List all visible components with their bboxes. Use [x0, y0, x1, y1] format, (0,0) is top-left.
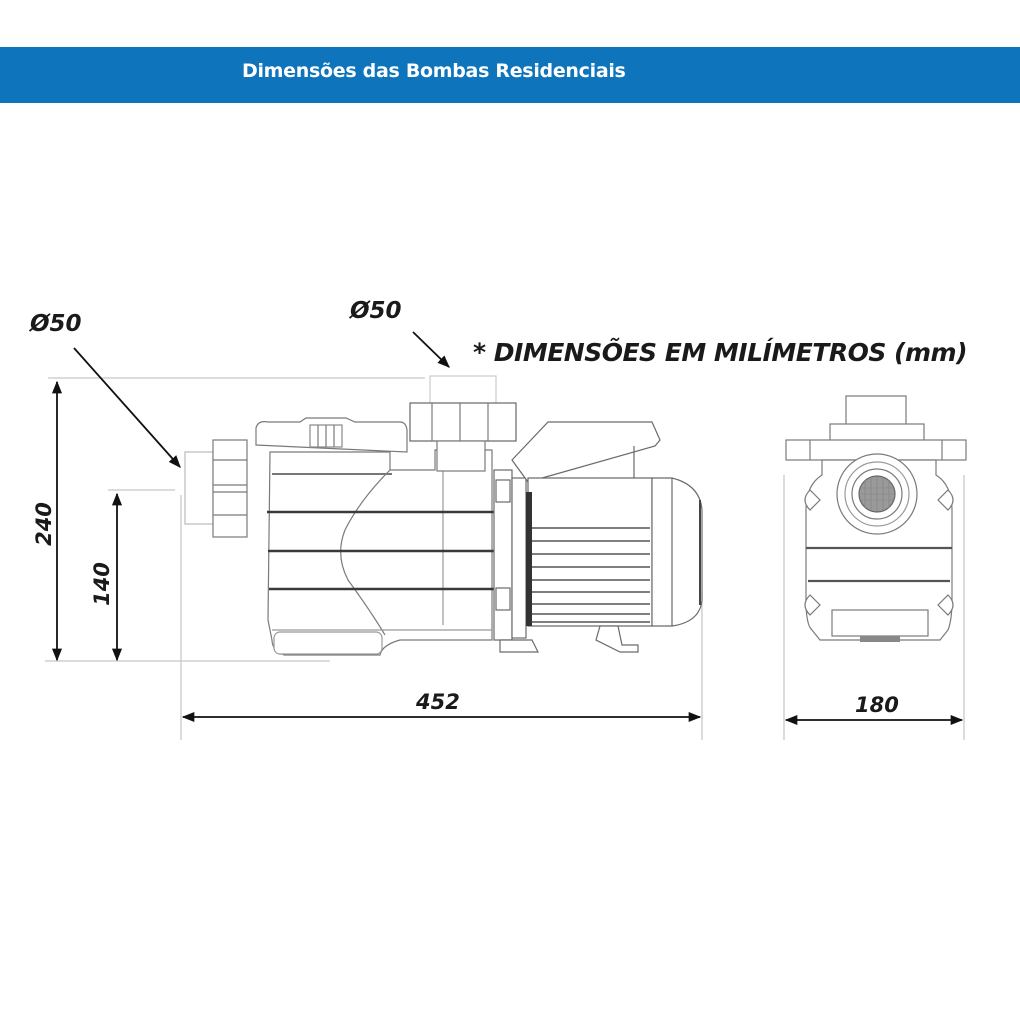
total-length-label: 452	[416, 690, 460, 714]
flange-seam	[526, 492, 532, 626]
width-label: 180	[855, 693, 899, 717]
inlet-height-label: 140	[89, 562, 114, 606]
front-bands	[806, 546, 952, 583]
motor	[493, 421, 703, 653]
inlet-diameter-label: Ø50	[30, 311, 82, 337]
header-bar	[0, 47, 1020, 103]
units-note: * DIMENSÕES EM MILÍMETROS (mm)	[473, 338, 968, 367]
page-title: Dimensões das Bombas Residenciais	[242, 60, 626, 82]
total-height-label: 240	[31, 502, 56, 546]
inlet-leader-arrow	[73, 347, 181, 468]
motor-fins	[530, 527, 650, 623]
dimension-lines	[51, 331, 964, 726]
strainer-grid	[860, 477, 894, 511]
pump-front-view	[785, 395, 967, 642]
pump-side-view	[184, 375, 517, 656]
body-bands	[267, 510, 495, 591]
outlet-leader-arrow	[412, 331, 450, 368]
outlet-diameter-label: Ø50	[350, 298, 402, 324]
extension-lines	[45, 377, 965, 740]
